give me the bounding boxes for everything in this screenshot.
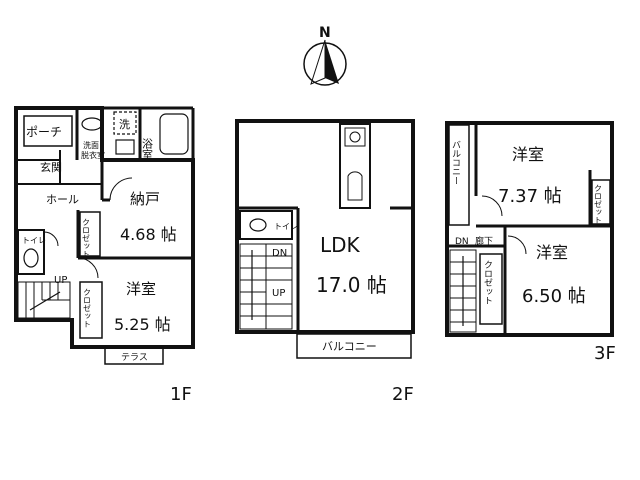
compass-north-label: N [319,25,331,41]
balcony-2f-box [296,333,412,359]
floor-1f-labels: ポーチ 玄関 洗面 脱衣室 洗 浴室 ホール トイレ 納戸 4.68 帖 クロゼ… [22,118,192,405]
label-stairs-down-3f: DN [455,237,469,247]
kitchen-sink-icon [347,171,363,201]
entrance-walls [16,150,102,185]
label-entrance: 玄関 [40,160,62,174]
label-floor-2f: 2F [392,384,414,405]
balcony-3f-box [448,124,470,226]
floor-1f [14,106,195,365]
wash-basin-icon [115,139,135,155]
label-ldk-name: LDK [320,233,361,257]
label-western-1f-size: 5.25 帖 [114,315,171,334]
closet2-3f-box [479,253,503,325]
toilet-fixture-2f [249,218,267,232]
floor-3f-labels: バルコニー 洋室 7.37 帖 クロゼット 廊下 DN 洋室 6.50 帖 クロ… [450,140,616,364]
label-storage-size: 4.68 帖 [120,225,177,244]
closet1-3f-box [591,179,611,225]
door-storage [109,177,133,201]
washing-machine-icon [113,111,137,135]
compass: N [303,25,347,86]
door-western1-3f [481,195,503,217]
label-washroom-2: 脱衣室 [81,150,105,160]
sink-icon [81,117,103,131]
label-ldk-size: 17.0 帖 [316,273,387,297]
floor-1f-wet-area-walls [75,106,195,160]
porch-box [23,115,73,147]
label-balcony-3f: バルコニー [450,140,461,185]
label-terrace: テラス [121,352,148,363]
label-closet2-3f: クロゼット [482,260,493,305]
label-closet-western: クロゼット [83,288,92,328]
label-storage-name: 納戸 [130,190,160,208]
label-stairs-down-2f: DN [272,248,287,259]
floor-3f [445,121,614,337]
closet-western-box [79,281,103,339]
closet-storage-box [79,211,101,257]
label-western1-3f-size: 7.37 帖 [498,186,562,207]
floor-2f-inner-walls [237,206,412,332]
stairs-3f [449,249,477,333]
label-western2-3f-name: 洋室 [536,243,568,262]
label-floor-1f: 1F [170,384,192,405]
bathtub-icon [159,113,189,155]
label-washer: 洗 [119,118,130,131]
label-western2-3f-size: 6.50 帖 [522,286,586,307]
stairs-1f [17,281,71,319]
stove-icon [344,127,366,147]
label-hallway-3f: 廊下 [475,235,493,247]
label-porch: ポーチ [26,125,62,139]
floor-2f-labels: トイレ LDK 17.0 帖 DN UP バルコニー 2F [272,222,414,405]
label-closet1-3f: クロゼット [594,184,603,224]
room1-3f-walls [474,123,610,228]
north-arrow-outline [310,39,326,85]
door-western-1f [77,257,99,279]
label-hall: ホール [46,193,79,206]
floor-3f-outer-wall [445,121,614,337]
toilet-fixture-1f [23,248,39,268]
label-floor-3f: 3F [594,343,616,364]
stairs-2f [239,243,293,330]
label-western1-3f-name: 洋室 [512,145,544,164]
label-closet-storage: クロゼット [82,218,91,258]
label-western-1f-name: 洋室 [126,280,156,298]
stove-burner-icon [349,131,361,143]
kitchen-counter [339,123,371,209]
floor-2f [235,119,415,359]
label-balcony-2f: バルコニー [322,340,377,353]
label-stairs-up-2f: UP [272,288,285,299]
floor-2f-outer-wall [235,119,415,334]
room2-3f-walls [447,226,507,335]
label-bath: 浴室 [141,138,154,160]
label-toilet-1f: トイレ [22,236,46,245]
label-toilet-2f: トイレ [274,222,298,231]
label-washroom-1: 洗面 [83,140,99,150]
north-arrow-icon [325,40,339,84]
door-toilet-1f [43,231,59,247]
label-stairs-up-1f: UP [54,275,67,286]
door-western2-3f [507,235,527,255]
toilet-box-1f [17,229,45,275]
terrace-box [104,347,164,365]
storage-walls [76,160,193,260]
toilet-box-2f [239,210,293,240]
